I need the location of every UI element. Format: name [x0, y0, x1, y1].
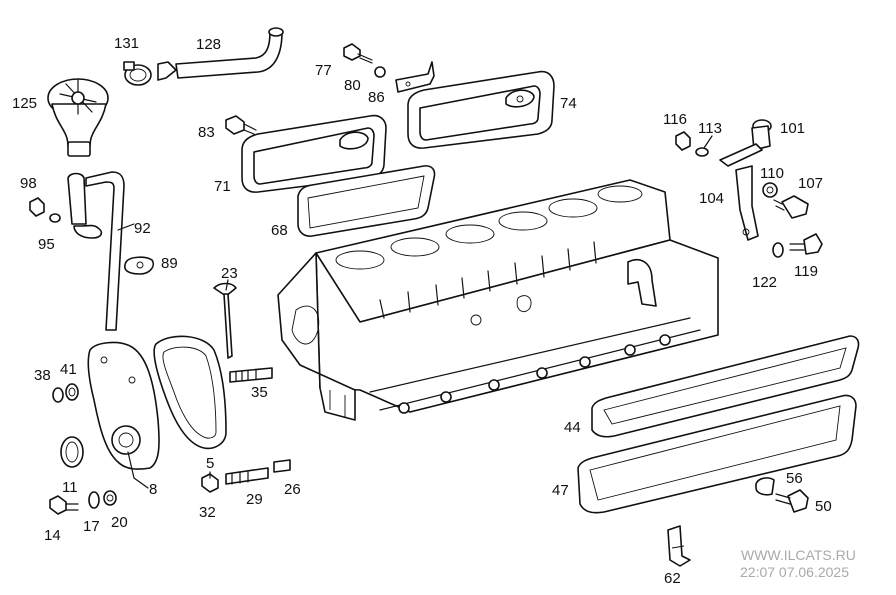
clip-62[interactable] [667, 525, 691, 567]
callout-107[interactable]: 107 [798, 175, 823, 192]
gasket-89[interactable] [124, 256, 155, 275]
stud-29[interactable] [225, 467, 269, 485]
callout-89[interactable]: 89 [161, 255, 178, 272]
watermark-site: WWW.ILCATS.RU [741, 547, 856, 563]
bracket-86[interactable] [395, 61, 435, 93]
callout-92[interactable]: 92 [134, 220, 151, 237]
callout-128[interactable]: 128 [196, 36, 221, 53]
breather-hose[interactable] [157, 27, 284, 81]
watermark-timestamp: 22:07 07.06.2025 [740, 564, 849, 580]
callout-5[interactable]: 5 [206, 455, 214, 472]
stud-35[interactable] [229, 367, 273, 383]
leader-23 [225, 279, 229, 291]
callout-113[interactable]: 113 [698, 120, 722, 137]
callout-80[interactable]: 80 [344, 77, 361, 94]
engine-block[interactable] [277, 179, 719, 421]
callout-47[interactable]: 47 [552, 482, 569, 499]
nut-116[interactable] [675, 131, 691, 151]
washer-113[interactable] [695, 147, 709, 157]
gasket-timing[interactable] [153, 335, 227, 450]
callout-83[interactable]: 83 [198, 124, 215, 141]
bolt-77-80[interactable] [343, 43, 386, 78]
callout-26[interactable]: 26 [284, 481, 301, 498]
callout-50[interactable]: 50 [815, 498, 832, 515]
gasket-47[interactable] [577, 394, 857, 514]
callout-11[interactable]: 11 [62, 479, 78, 496]
washer-95[interactable] [49, 213, 61, 223]
callout-38[interactable]: 38 [34, 367, 51, 384]
bolt-83[interactable] [225, 115, 257, 135]
callout-62[interactable]: 62 [664, 570, 681, 587]
bolt-14[interactable] [49, 495, 79, 515]
callout-116[interactable]: 116 [663, 111, 687, 128]
callout-74[interactable]: 74 [560, 95, 577, 112]
callout-77[interactable]: 77 [315, 62, 332, 79]
washer-41[interactable] [65, 383, 79, 401]
callout-122[interactable]: 122 [752, 274, 777, 291]
gasket-44[interactable] [591, 335, 860, 438]
leader-8 [127, 451, 149, 489]
callout-71[interactable]: 71 [214, 178, 231, 195]
plug-56[interactable] [755, 477, 775, 496]
callout-29[interactable]: 29 [246, 491, 263, 508]
hose-clamp[interactable] [123, 61, 152, 86]
washer-38[interactable] [52, 387, 64, 403]
bolt-119[interactable] [789, 233, 823, 255]
callout-104[interactable]: 104 [699, 190, 724, 207]
bolt-50[interactable] [775, 489, 809, 513]
callout-17[interactable]: 17 [83, 518, 100, 535]
callout-131[interactable]: 131 [114, 35, 139, 52]
nut-98[interactable] [29, 197, 45, 217]
callout-8[interactable]: 8 [149, 481, 157, 498]
washer-20[interactable] [103, 490, 117, 506]
callout-98[interactable]: 98 [20, 175, 37, 192]
callout-68[interactable]: 68 [271, 222, 288, 239]
callout-95[interactable]: 95 [38, 236, 55, 253]
side-cover-74[interactable] [407, 70, 555, 149]
seal-ring-11[interactable] [60, 436, 84, 468]
side-cover-71[interactable] [241, 114, 387, 193]
callout-125[interactable]: 125 [12, 95, 37, 112]
callout-110[interactable]: 110 [760, 165, 784, 182]
callout-44[interactable]: 44 [564, 419, 581, 436]
gasket-68[interactable] [297, 165, 436, 237]
leader-92 [117, 223, 135, 231]
callout-41[interactable]: 41 [60, 361, 77, 378]
washer-122[interactable] [772, 242, 784, 258]
callout-32[interactable]: 32 [199, 504, 216, 521]
dipstick-23[interactable] [213, 282, 237, 359]
leader-113 [703, 135, 713, 149]
callout-20[interactable]: 20 [111, 514, 128, 531]
callout-23[interactable]: 23 [221, 265, 238, 282]
callout-56[interactable]: 56 [786, 470, 803, 487]
sensor-101[interactable] [719, 119, 772, 167]
timing-cover[interactable] [87, 341, 160, 470]
callout-14[interactable]: 14 [44, 527, 61, 544]
callout-86[interactable]: 86 [368, 89, 385, 106]
callout-101[interactable]: 101 [780, 120, 805, 137]
bolt-107[interactable] [773, 195, 809, 219]
callout-35[interactable]: 35 [251, 384, 268, 401]
washer-110[interactable] [762, 182, 778, 198]
bracket-104[interactable] [735, 165, 759, 241]
oil-tube-92[interactable] [67, 171, 125, 331]
washer-17[interactable] [88, 491, 100, 509]
sleeve-26[interactable] [273, 459, 291, 473]
breather-cap[interactable] [47, 78, 109, 157]
callout-119[interactable]: 119 [794, 263, 818, 280]
callouts: 131 128 125 77 80 86 74 83 71 68 98 95 9… [12, 35, 832, 587]
